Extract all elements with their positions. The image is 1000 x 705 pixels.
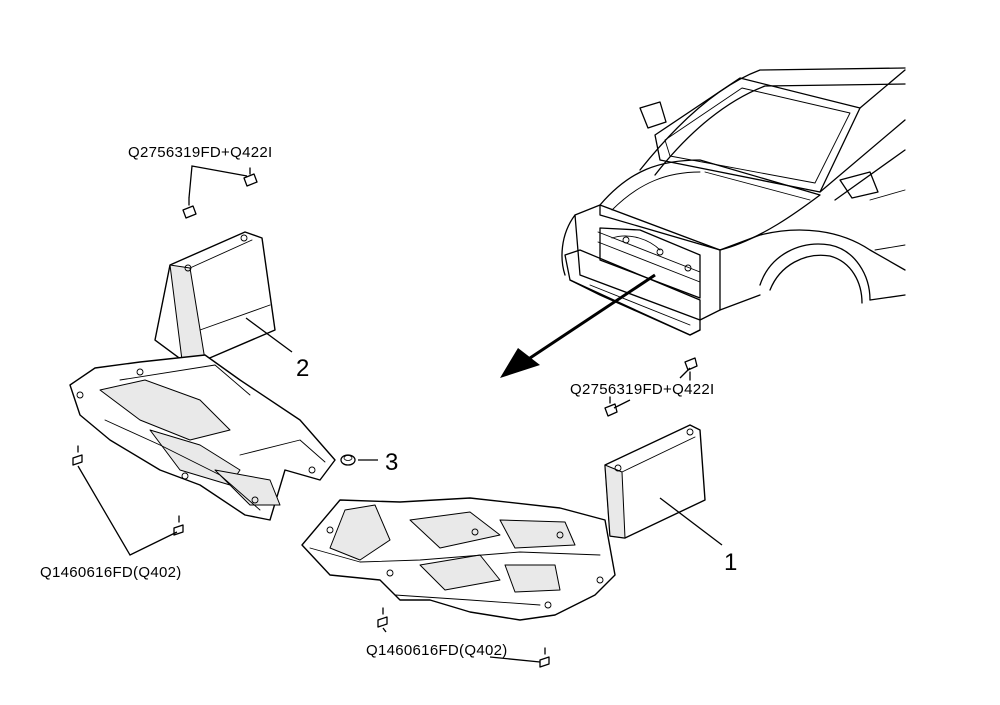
leader-bottom-bolt-a — [382, 627, 387, 633]
clip-fastener-upper-left-b — [243, 167, 258, 187]
leader-right-clip-b — [613, 399, 631, 409]
direction-arrow — [500, 273, 656, 378]
part-2-left-splash-shield — [69, 231, 336, 521]
callout-part-3: 3 — [385, 449, 398, 476]
part-number-bottom-bolt: Q1460616FD(Q402) — [366, 642, 508, 659]
part-number-upper-left-clip: Q2756319FD+Q422I — [128, 144, 272, 161]
clip-fastener-right-b — [604, 396, 618, 417]
bolt-fastener-bottom-a — [377, 607, 388, 628]
clip-fastener-right-a — [684, 357, 698, 381]
leader-bottom-bolt-b — [489, 656, 541, 663]
bolt-fastener-left-a — [72, 445, 83, 466]
leader-part-1 — [659, 497, 723, 546]
part-number-left-bolt: Q1460616FD(Q402) — [40, 564, 182, 581]
bolt-fastener-left-b — [173, 515, 184, 536]
leader-part-2 — [245, 317, 293, 353]
part-number-right-clip: Q2756319FD+Q422I — [570, 381, 714, 398]
leader-left-bolt — [77, 465, 178, 556]
callout-part-1: 1 — [724, 549, 737, 576]
part-1-right-splash-shield — [301, 424, 706, 621]
clip-fastener-upper-left-a — [182, 197, 197, 219]
callout-part-2: 2 — [296, 355, 309, 382]
vehicle-front-view — [561, 67, 906, 336]
leader-upper-left-clip — [188, 165, 248, 199]
part-3-plug — [340, 454, 356, 466]
leader-right-clip-a — [679, 367, 691, 379]
bolt-fastener-bottom-b — [539, 647, 550, 668]
